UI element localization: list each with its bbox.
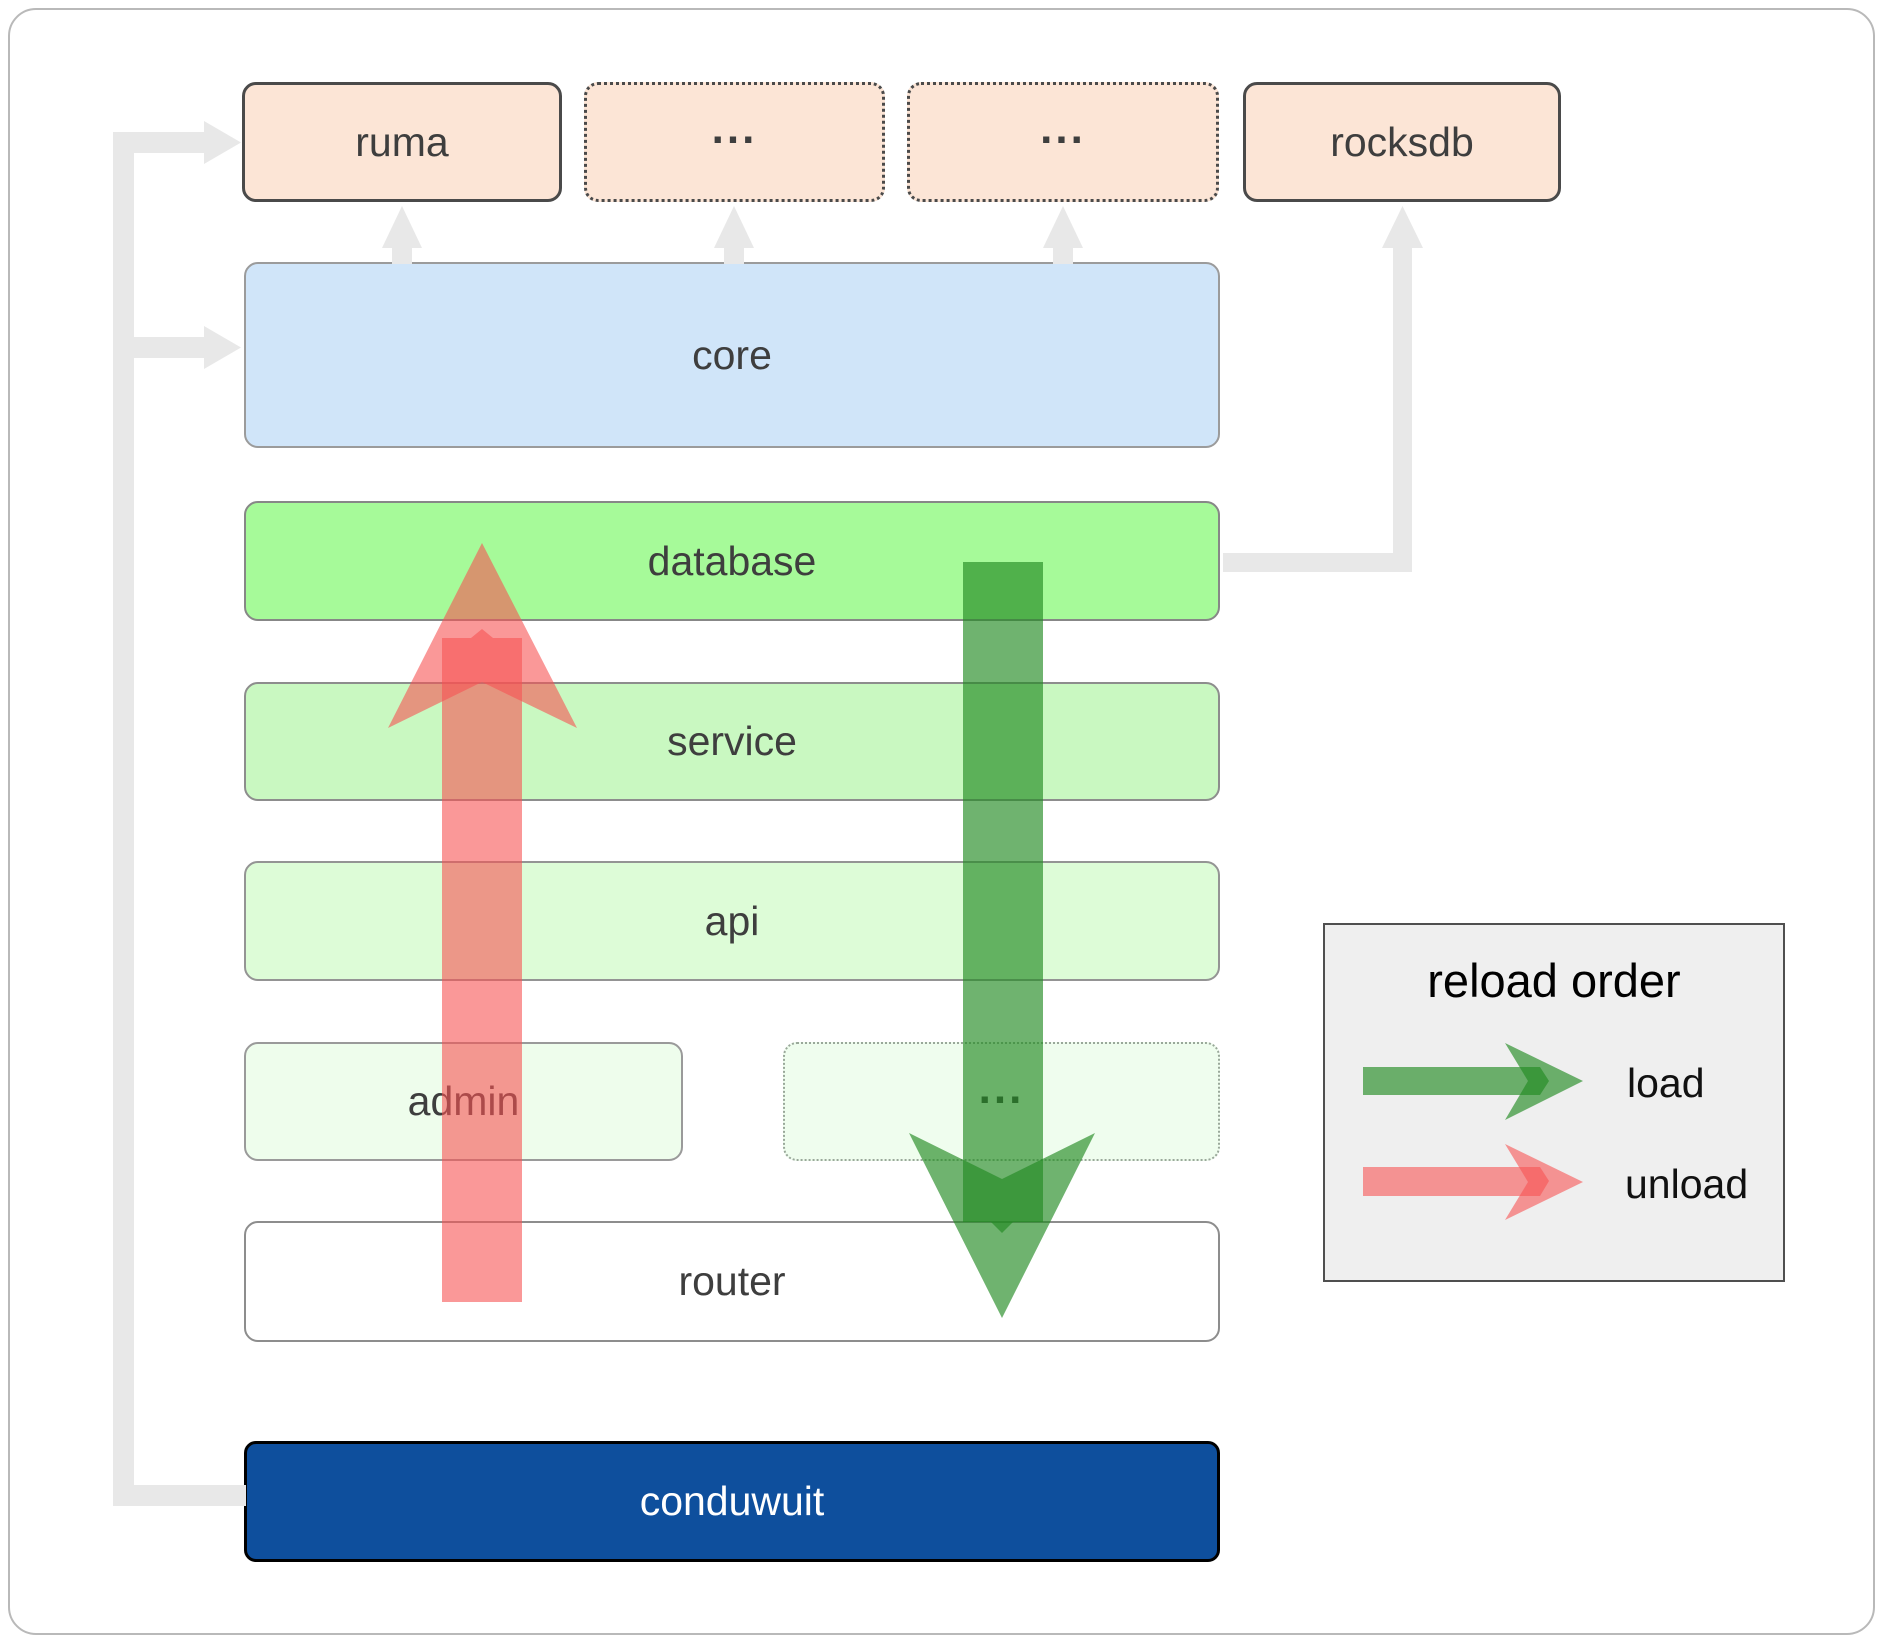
box-service-label: service (667, 718, 797, 764)
box-rocksdb-label: rocksdb (1330, 118, 1474, 165)
box-ruma-label: ruma (355, 118, 449, 165)
legend-reload-order: reload order load unload (1323, 923, 1785, 1282)
box-core-label: core (692, 331, 772, 378)
box-ellipsis-top-1-label: ... (711, 104, 758, 153)
box-database-label: database (647, 537, 817, 584)
box-conduwuit: conduwuit (244, 1441, 1220, 1562)
box-ellipsis-top-2: ... (907, 82, 1219, 202)
box-ellipsis-top-2-label: ... (1040, 104, 1086, 153)
box-ellipsis-top-1: ... (584, 82, 885, 202)
legend-load-label: load (1627, 1060, 1705, 1106)
box-database: database (244, 501, 1220, 621)
box-api: api (244, 861, 1220, 981)
box-api-label: api (704, 897, 760, 944)
box-ellipsis-admin-row-label: ... (978, 1063, 1025, 1113)
box-admin-label: admin (407, 1078, 520, 1124)
legend-title: reload order (1427, 954, 1681, 1007)
box-router: router (244, 1221, 1220, 1342)
outer-frame (8, 8, 1875, 1635)
box-service: service (244, 682, 1220, 801)
box-admin: admin (244, 1042, 683, 1161)
box-conduwuit-label: conduwuit (639, 1478, 825, 1524)
box-core: core (244, 262, 1220, 448)
legend-unload-label: unload (1625, 1161, 1749, 1207)
box-router-label: router (678, 1258, 786, 1304)
box-ellipsis-admin-row: ... (783, 1042, 1220, 1161)
box-rocksdb: rocksdb (1243, 82, 1561, 202)
box-ruma: ruma (242, 82, 562, 202)
